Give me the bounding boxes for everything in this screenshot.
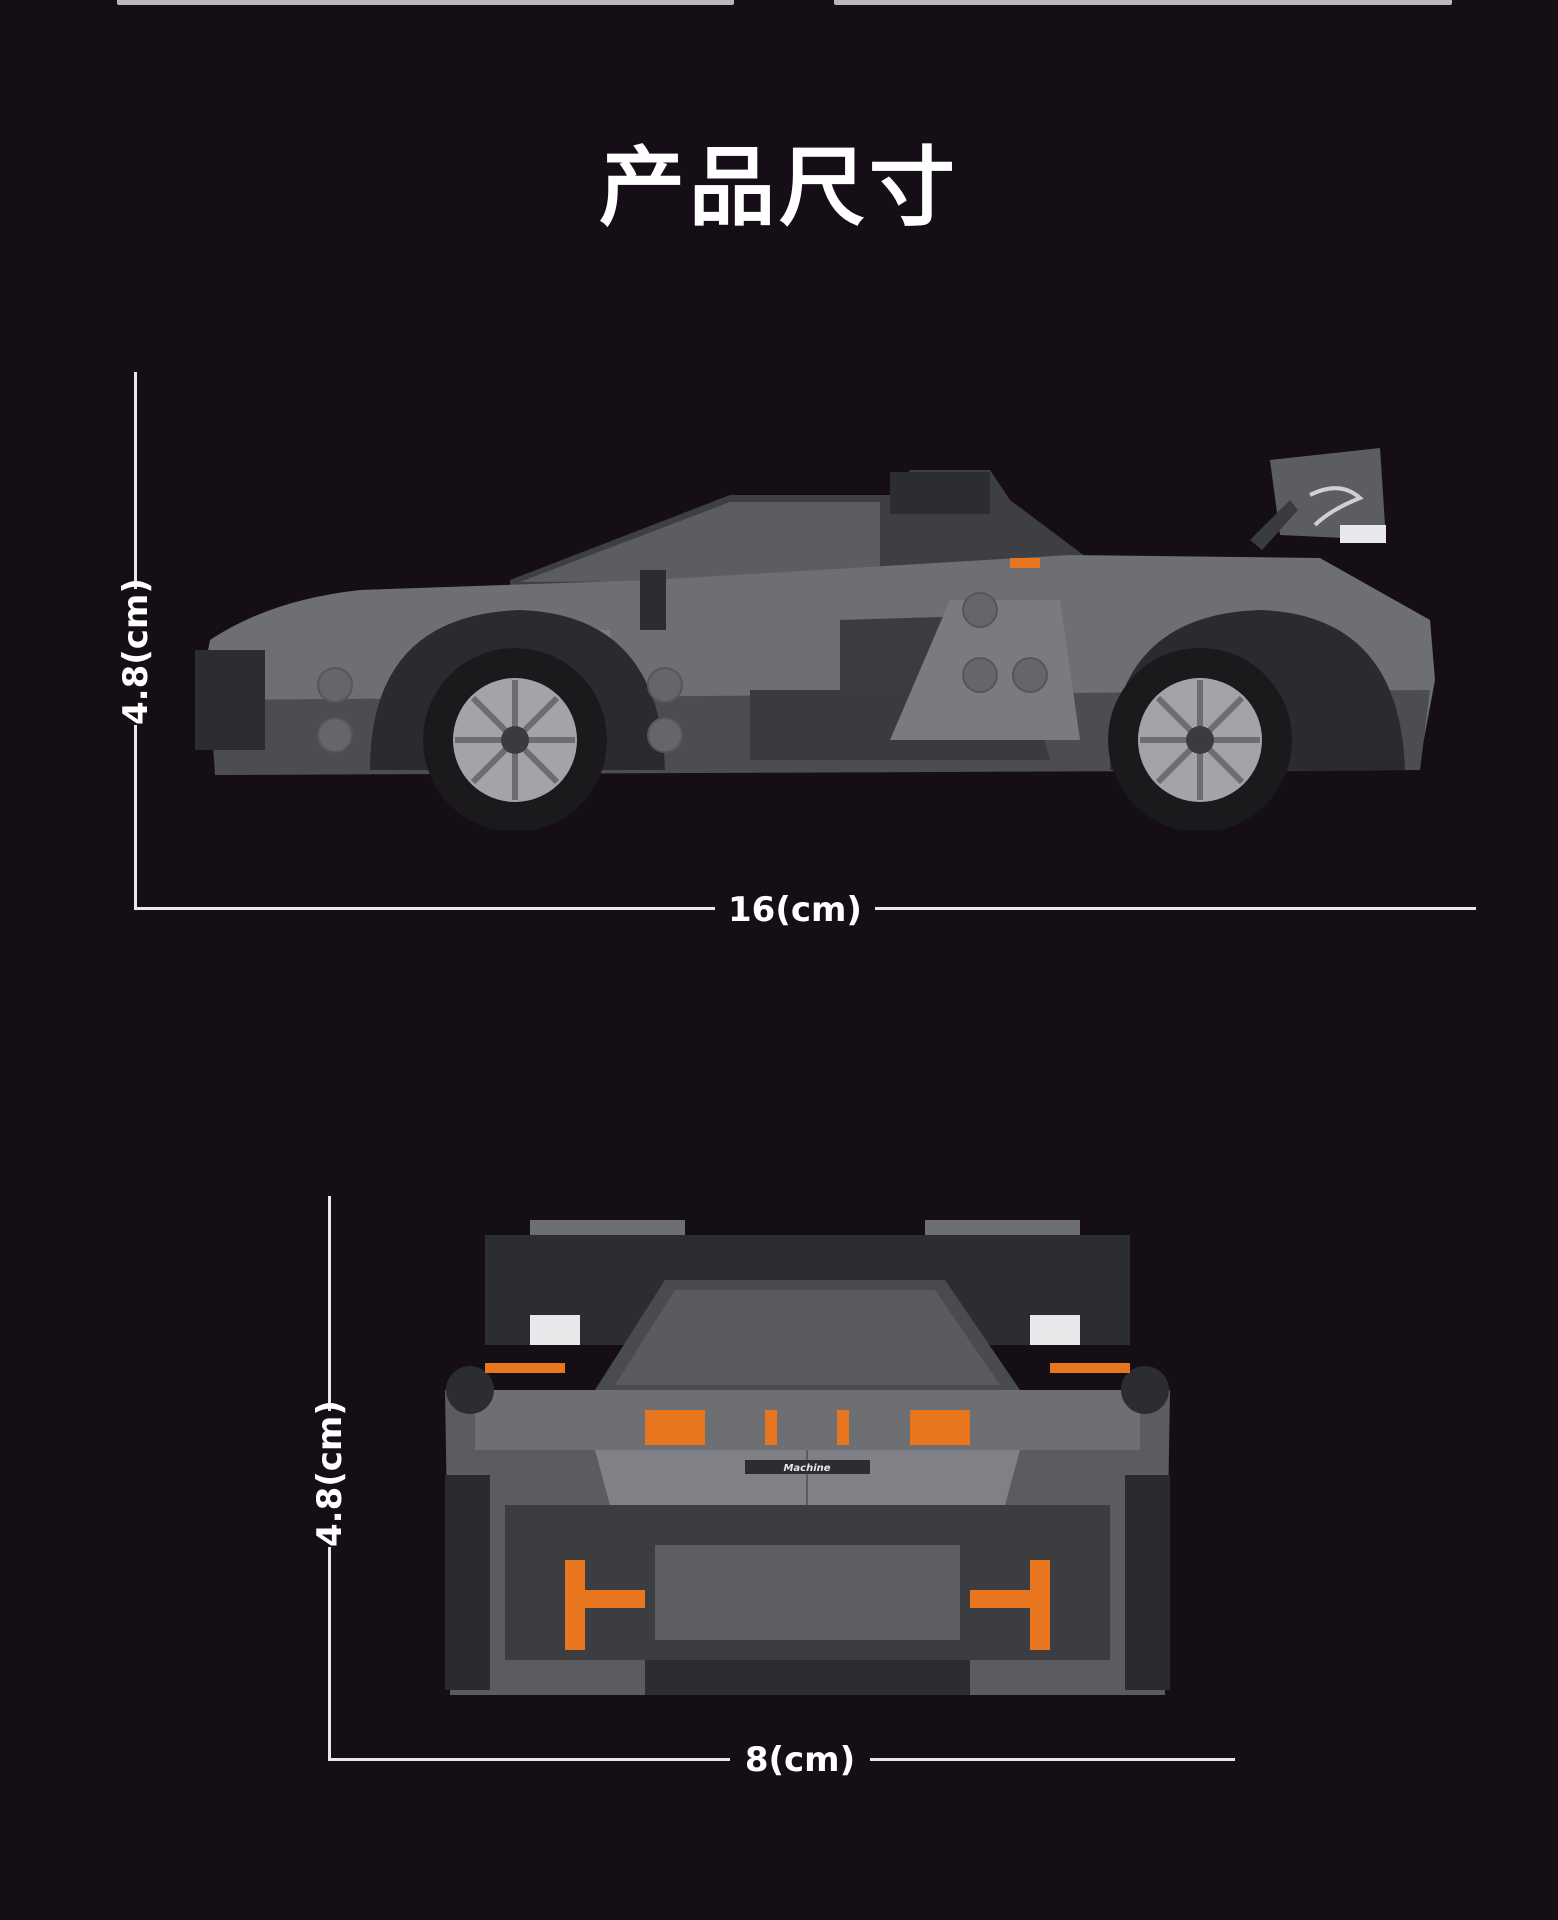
front-width-label: 8(cm) [730, 1740, 870, 1780]
car-side-image [195, 448, 1435, 830]
page-title: 产品尺寸 [599, 138, 959, 238]
top-frame-right [834, 0, 1452, 5]
top-frame-left [117, 0, 734, 5]
front-height-label: 4.8(cm) [310, 1400, 350, 1547]
rear-wheel [1108, 648, 1292, 830]
front-badge: Machine [783, 1463, 830, 1474]
front-wheel [423, 648, 607, 830]
side-length-label: 16(cm) [715, 890, 875, 930]
side-height-label: 4.8(cm) [116, 578, 156, 725]
car-front-image: Machine [445, 1220, 1170, 1695]
